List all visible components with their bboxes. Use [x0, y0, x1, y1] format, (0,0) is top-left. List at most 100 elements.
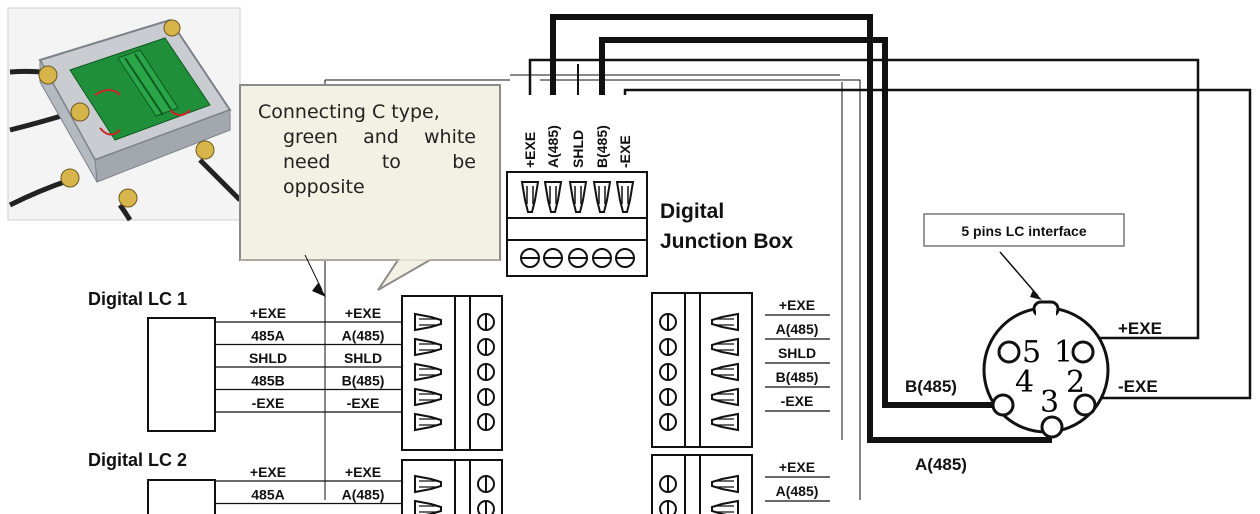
- terminal-icons: [414, 312, 739, 514]
- lc-interface-arrowhead: [1030, 290, 1042, 300]
- side-screw-icon: [711, 412, 739, 432]
- round-screw-icon: [659, 363, 677, 381]
- callout-line-3: need to be: [283, 151, 476, 173]
- lc-interface-label: 5 pins LC interface: [961, 223, 1086, 239]
- side-screw-icon: [414, 387, 442, 407]
- callout-text: Connecting C type, green and white need …: [258, 100, 476, 200]
- right-terminal-label: B(485): [776, 369, 819, 385]
- round-screw-icon: [477, 388, 495, 406]
- iface-a485: A(485): [915, 455, 967, 474]
- lc-wire-label: 485A: [251, 487, 284, 503]
- lc-terminal-label: +EXE: [345, 305, 381, 321]
- pin-5-number: 5: [1022, 335, 1041, 370]
- pin-1-number: 1: [1054, 335, 1073, 370]
- side-screw-icon: [414, 337, 442, 357]
- side-screw-icon: [711, 362, 739, 382]
- right-terminal-label: A(485): [776, 483, 819, 499]
- lc-terminal-label: -EXE: [347, 395, 380, 411]
- junction-pin-label: -EXE: [617, 135, 633, 168]
- round-screw-icon: [477, 338, 495, 356]
- terminal-screw-icon: [520, 181, 540, 213]
- side-screw-icon: [711, 499, 739, 514]
- round-screw-icon: [659, 475, 677, 493]
- pin-3-number: 3: [1040, 385, 1059, 420]
- round-screw-icon: [477, 363, 495, 381]
- pin-4-hole: [991, 393, 1015, 417]
- terminal-screw-icon: [615, 181, 635, 213]
- lc-wire-rows: +EXE +EXE 485A A(485) SHLD SHLD 485B B(485) -EXE…: [215, 305, 402, 505]
- lc2-name: Digital LC 2: [88, 450, 187, 470]
- iface-plus-exe: +EXE: [1118, 319, 1162, 338]
- lc1-box: [147, 317, 216, 432]
- round-screw-icon: [659, 413, 677, 431]
- terminal-screw-icon: [568, 181, 588, 213]
- side-screw-icon: [711, 387, 739, 407]
- lc-interface: 5 pins LC interface 5 1 4 3 2 +EXE -EXE …: [905, 213, 1162, 474]
- right-terminal-label: +EXE: [779, 297, 815, 313]
- junction-box-title-2: Junction Box: [660, 230, 793, 253]
- lc-interface-pointer: [999, 251, 1039, 297]
- lc-terminal-label: A(485): [342, 487, 385, 503]
- right-terminal-label: -EXE: [781, 393, 814, 409]
- junction-pin-label: SHLD: [570, 130, 586, 168]
- terminal-screw-icon: [592, 181, 612, 213]
- callout-bubble: [239, 84, 501, 291]
- side-screw-icon: [414, 412, 442, 432]
- callout-line-1: Connecting C type,: [258, 101, 440, 123]
- round-screw-icon: [543, 248, 563, 268]
- pin-2-number: 2: [1066, 365, 1085, 400]
- round-screw-icon: [477, 413, 495, 431]
- lc2-box: [147, 479, 216, 514]
- lc-terminal-label: A(485): [342, 328, 385, 344]
- pin-3-hole: [1040, 415, 1064, 439]
- lc-terminal-label: B(485): [342, 373, 385, 389]
- round-screw-icon: [477, 500, 495, 514]
- junction-pin-label: A(485): [545, 125, 561, 168]
- lc-wire-label: 485B: [251, 373, 284, 389]
- round-screw-icon: [477, 475, 495, 493]
- round-screw-icon: [568, 248, 588, 268]
- connector-key-mask: [1036, 306, 1056, 318]
- lc-wire-label: SHLD: [249, 350, 287, 366]
- lc-wire-label: +EXE: [250, 305, 286, 321]
- junction-screws: [520, 181, 635, 268]
- junction-pin-labels: +EXE A(485) SHLD B(485) -EXE: [522, 125, 633, 168]
- junction-pin-label: B(485): [594, 125, 610, 168]
- pin-5-hole: [997, 340, 1021, 364]
- lc1-group: Digital LC 1: [88, 289, 216, 432]
- callout-line-4: opposite: [283, 176, 365, 198]
- lc-wire-label: +EXE: [250, 464, 286, 480]
- pin-2-hole: [1073, 393, 1097, 417]
- side-screw-icon: [414, 312, 442, 332]
- pin-4-number: 4: [1015, 365, 1034, 400]
- iface-b485: B(485): [905, 377, 957, 396]
- side-screw-icon: [414, 499, 442, 514]
- lc2-group: Digital LC 2: [88, 450, 216, 514]
- lc-interface-label-box: [923, 213, 1125, 247]
- junction-box-photo: [7, 7, 242, 222]
- callout-arrowhead: [312, 283, 326, 297]
- terminal-screw-icon: [543, 181, 563, 213]
- side-screw-icon: [414, 362, 442, 382]
- iface-minus-exe: -EXE: [1118, 377, 1158, 396]
- right-terminal-label: A(485): [776, 321, 819, 337]
- lc-terminal-label: +EXE: [345, 464, 381, 480]
- round-screw-icon: [659, 500, 677, 514]
- lc-wire-label: -EXE: [252, 395, 285, 411]
- side-screw-icon: [711, 474, 739, 494]
- round-screw-icon: [659, 388, 677, 406]
- lc1-name: Digital LC 1: [88, 289, 187, 309]
- right-terminal-label: SHLD: [778, 345, 816, 361]
- round-screw-icon: [592, 248, 612, 268]
- round-screw-icon: [659, 338, 677, 356]
- round-screw-icon: [659, 313, 677, 331]
- callout-line-2: green and white: [283, 126, 476, 148]
- lc-terminal-label: SHLD: [344, 350, 382, 366]
- side-screw-icon: [711, 337, 739, 357]
- side-screw-icon: [711, 312, 739, 332]
- lc-wire-label: 485A: [251, 328, 284, 344]
- junction-pin-label: +EXE: [522, 132, 538, 168]
- round-screw-icon: [520, 248, 540, 268]
